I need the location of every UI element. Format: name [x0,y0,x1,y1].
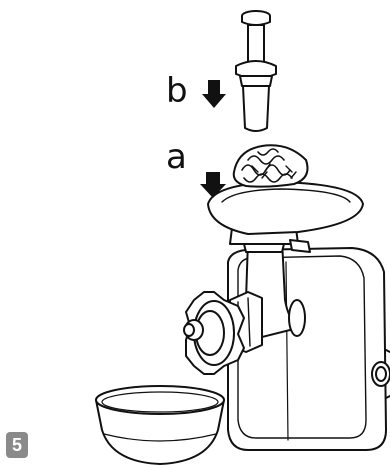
food-pusher [236,11,276,131]
down-arrow-b [202,80,226,108]
label-a: a [166,137,187,177]
bowl [96,386,224,464]
step-number-badge: 5 [6,432,28,458]
ring-nut [184,292,244,374]
meat-pile [234,145,308,186]
feed-tray [208,182,363,252]
label-b: b [166,71,188,111]
